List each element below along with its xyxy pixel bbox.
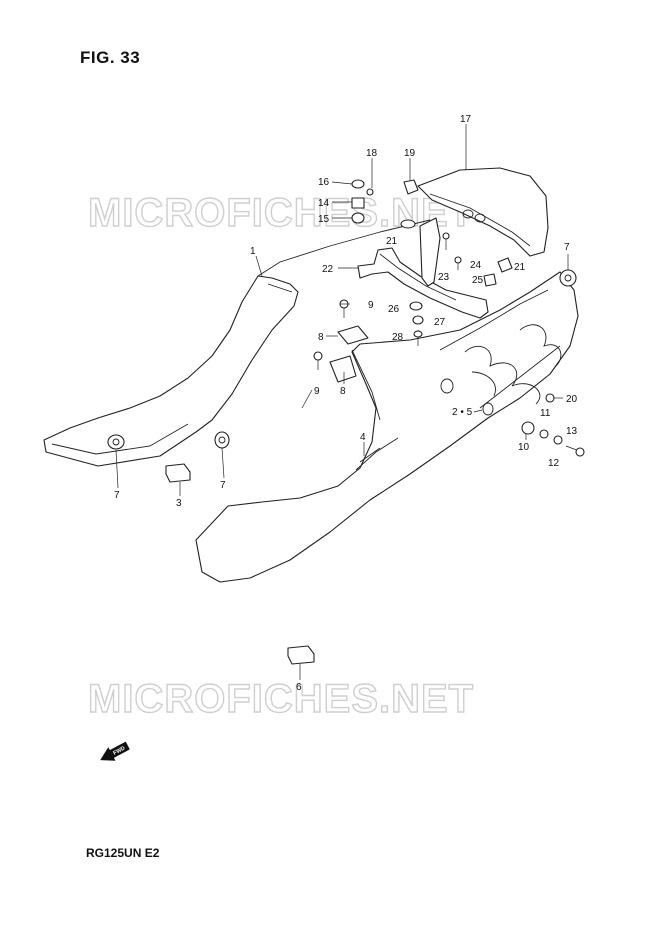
forward-direction-arrow-icon: FWD (100, 741, 130, 761)
callout-12: 12 (548, 458, 560, 469)
callout-23: 23 (438, 272, 450, 283)
callout-14: 14 (318, 198, 330, 209)
callout-8-upper: 8 (318, 332, 324, 343)
callout-21a: 21 (386, 236, 398, 247)
callout-18: 18 (366, 148, 378, 159)
callout-2-5: 2 • 5 (452, 407, 473, 418)
figure-title: FIG. 33 (80, 48, 141, 67)
callout-7-left: 7 (114, 490, 120, 501)
callout-7-right: 7 (564, 242, 570, 253)
callout-16: 16 (318, 177, 330, 188)
callout-8-lower: 8 (340, 386, 346, 397)
rear-cowl (417, 167, 549, 257)
callout-3: 3 (176, 498, 182, 509)
callout-28: 28 (392, 332, 404, 343)
callout-20: 20 (566, 394, 578, 405)
callout-26: 26 (388, 304, 400, 315)
callout-4: 4 (360, 432, 366, 443)
callout-21b: 21 (514, 262, 526, 273)
callout-6: 6 (296, 682, 302, 693)
callout-13: 13 (566, 426, 578, 437)
hardware (107, 179, 585, 665)
callout-9-lower: 9 (314, 386, 320, 397)
leader-lines (115, 124, 569, 680)
callout-19: 19 (404, 148, 416, 159)
callout-11: 11 (540, 408, 551, 419)
callout-27: 27 (434, 317, 446, 328)
callout-labels: 17 18 19 16 14 15 1 21 24 7 22 23 21 25 … (114, 114, 578, 693)
callout-17: 17 (460, 114, 472, 125)
seat-tail-cover-lower (195, 271, 579, 583)
callout-15: 15 (318, 214, 330, 225)
callout-25: 25 (472, 275, 484, 286)
callout-7-middle: 7 (220, 480, 226, 491)
fwd-label: FWD (112, 746, 126, 757)
watermark-bottom: MICROFICHES.NET (88, 677, 474, 721)
seat-bracket (357, 217, 489, 319)
callout-22: 22 (322, 264, 334, 275)
seat-tail-cover-left (43, 219, 431, 467)
callout-9-upper: 9 (368, 300, 374, 311)
watermark-top: MICROFICHES.NET (88, 191, 474, 235)
callout-24: 24 (470, 260, 482, 271)
callout-10: 10 (518, 442, 530, 453)
model-code: RG125UN E2 (86, 846, 160, 860)
callout-1: 1 (250, 246, 256, 257)
